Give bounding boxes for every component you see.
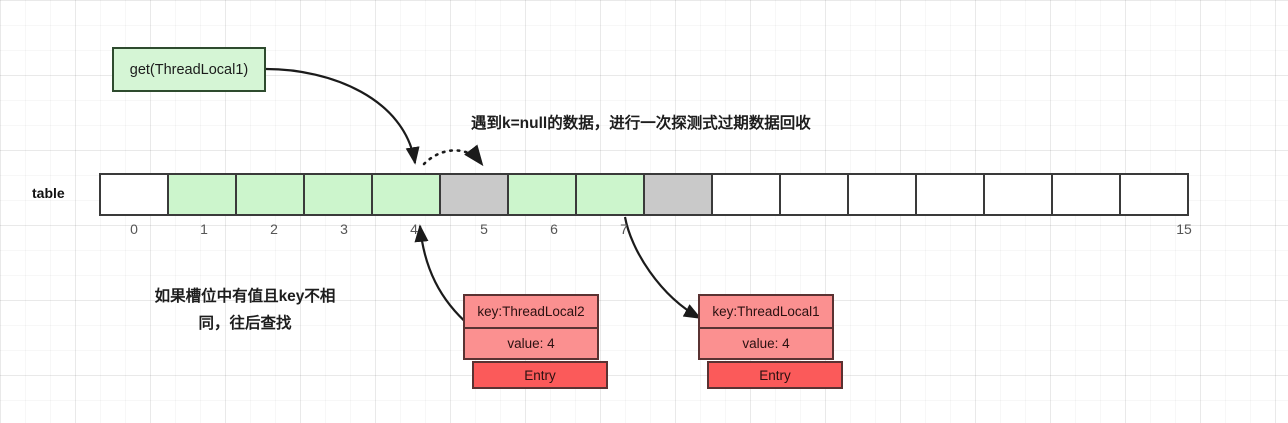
edge-get-to-slot4 <box>265 67 420 165</box>
entry-card-threadlocal1[interactable]: key:ThreadLocal1 value: 4 Entry <box>698 294 843 389</box>
edge-probe-stale-scan <box>422 144 484 167</box>
table-slot-6[interactable] <box>507 173 577 216</box>
entry-type-label: Entry <box>707 361 843 389</box>
table-slot-5[interactable] <box>439 173 509 216</box>
table-slot-0[interactable] <box>99 173 169 216</box>
table-slot-7[interactable] <box>575 173 645 216</box>
entry-value-label: value: 4 <box>698 327 834 360</box>
table-index-2: 2 <box>270 221 278 237</box>
table-index-12 <box>939 221 1009 241</box>
get-call-box[interactable]: get(ThreadLocal1) <box>112 47 266 92</box>
table-slot-11[interactable] <box>847 173 917 216</box>
table-index-7: 7 <box>620 221 628 237</box>
annotation-linear-probe: 如果槽位中有值且key不相 同，往后查找 <box>110 283 380 337</box>
table-label: table <box>32 185 65 201</box>
table-index-5: 5 <box>480 221 488 237</box>
annotation-stale-cleanup: 遇到k=null的数据，进行一次探测式过期数据回收 <box>471 115 811 132</box>
table-index-1: 1 <box>200 221 208 237</box>
entry-value-label: value: 4 <box>463 327 599 360</box>
table-slot-12[interactable] <box>915 173 985 216</box>
table-index-9 <box>729 221 799 241</box>
table-slot-2[interactable] <box>235 173 305 216</box>
table-index-labels: 0 1 2 3 4 5 6 7 15 <box>99 221 1219 241</box>
table-slot-14[interactable] <box>1051 173 1121 216</box>
table-index-11 <box>869 221 939 241</box>
table-slot-4[interactable] <box>371 173 441 216</box>
entry-card-threadlocal2[interactable]: key:ThreadLocal2 value: 4 Entry <box>463 294 608 389</box>
table-index-14 <box>1079 221 1149 241</box>
table-slots <box>99 173 1189 216</box>
entry-type-label: Entry <box>472 361 608 389</box>
table-slot-13[interactable] <box>983 173 1053 216</box>
table-slot-9[interactable] <box>711 173 781 216</box>
table-index-15: 15 <box>1176 221 1192 237</box>
table-slot-8[interactable] <box>643 173 713 216</box>
table-index-8 <box>659 221 729 241</box>
table-slot-3[interactable] <box>303 173 373 216</box>
table-index-4: 4 <box>410 221 418 237</box>
table-slot-1[interactable] <box>167 173 237 216</box>
entry-key-label: key:ThreadLocal1 <box>698 294 834 329</box>
table-slot-15[interactable] <box>1119 173 1189 216</box>
table-index-0: 0 <box>130 221 138 237</box>
annotation-linear-probe-line2: 同，往后查找 <box>198 315 292 332</box>
table-index-6: 6 <box>550 221 558 237</box>
table-index-10 <box>799 221 869 241</box>
annotation-linear-probe-line1: 如果槽位中有值且key不相 <box>154 288 336 305</box>
table-index-13 <box>1009 221 1079 241</box>
table-index-3: 3 <box>340 221 348 237</box>
table-slot-10[interactable] <box>779 173 849 216</box>
entry-key-label: key:ThreadLocal2 <box>463 294 599 329</box>
